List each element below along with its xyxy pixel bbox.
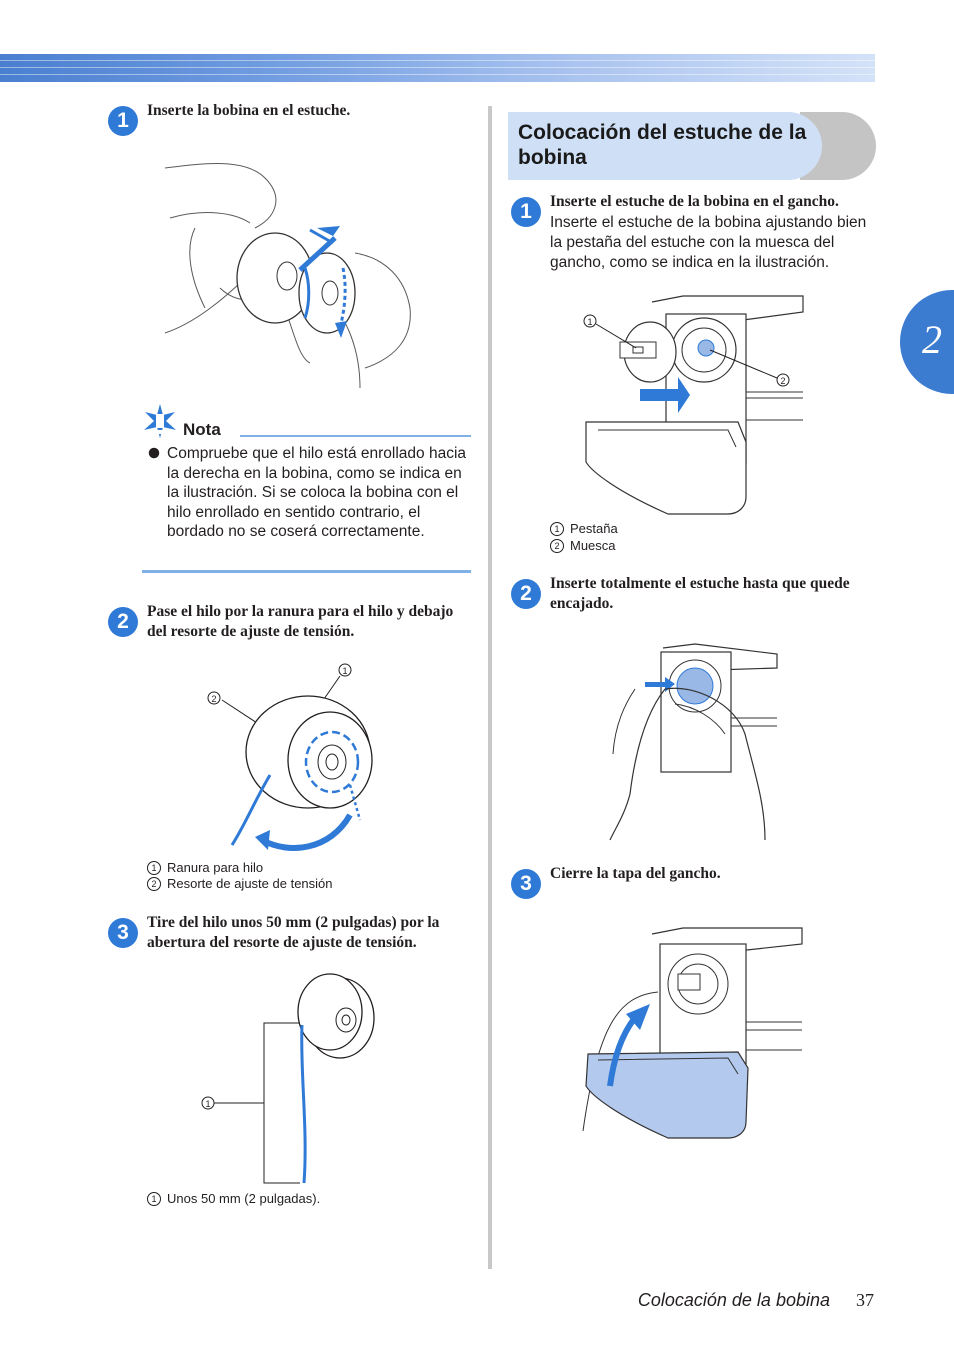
step2-caption-1: 1 Ranura para hilo xyxy=(147,860,467,876)
note-title: Nota xyxy=(183,420,221,439)
step-badge-1-right: 1 xyxy=(511,197,541,227)
chapter-number: 2 xyxy=(922,317,942,362)
step1-instruction: Inserte la bobina en el estuche. xyxy=(147,102,351,119)
step3-instruction: Tire del hilo unos 50 mm (2 pulgadas) po… xyxy=(147,914,440,951)
step2-caption-2: 2 Resorte de ajuste de tensión xyxy=(147,876,467,892)
caption-text: Pestaña xyxy=(570,521,618,536)
section-title-box xyxy=(508,112,822,180)
svg-text:1: 1 xyxy=(342,666,347,676)
right-step2-instruction: Inserte totalmente el estuche hasta que … xyxy=(550,575,850,612)
caption-num: 2 xyxy=(147,877,161,891)
step-badge-1: 1 xyxy=(108,106,138,136)
right-step1-caption-1: 1 Pestaña xyxy=(550,521,850,537)
caption-text: Muesca xyxy=(570,538,616,553)
header-band xyxy=(0,54,875,82)
note-bullet-dot xyxy=(148,447,160,459)
caption-text: Ranura para hilo xyxy=(167,860,264,875)
step3-caption-1: 1 Unos 50 mm (2 pulgadas). xyxy=(147,1191,467,1207)
hook-cover-close-illustration xyxy=(582,927,803,1139)
column-divider xyxy=(488,106,492,1269)
caption-text: Unos 50 mm (2 pulgadas). xyxy=(167,1191,321,1206)
caption-text: Resorte de ajuste de tensión xyxy=(167,876,333,891)
step-badge-3: 3 xyxy=(108,918,138,948)
caption-num: 1 xyxy=(550,522,564,536)
bobbin-case-hook-illustration: 1 2 xyxy=(583,295,804,515)
svg-text:2: 2 xyxy=(780,376,785,386)
svg-text:1: 1 xyxy=(205,1099,210,1109)
bobbin-case-push-illustration xyxy=(609,643,778,841)
right-step1-caption-2: 2 Muesca xyxy=(550,538,850,554)
right-step3-instruction: Cierre la tapa del gancho. xyxy=(550,865,721,882)
caption-num: 1 xyxy=(147,1192,161,1206)
right-step1-instruction: Inserte el estuche de la bobina en el ga… xyxy=(550,193,839,210)
note-title-rule xyxy=(240,435,471,437)
step-badge-3-right: 3 xyxy=(511,869,541,899)
svg-text:2: 2 xyxy=(211,694,216,704)
bobbin-thread-length-illustration: 1 xyxy=(201,973,375,1184)
step-badge-2-right: 2 xyxy=(511,579,541,609)
note-bottom-rule xyxy=(142,570,471,573)
bobbin-insert-illustration xyxy=(164,163,411,389)
bobbin-thread-slot-illustration: 1 2 xyxy=(207,663,373,851)
note-icon xyxy=(144,404,176,438)
footer-section-title: Colocación de la bobina xyxy=(637,1290,830,1310)
svg-text:1: 1 xyxy=(587,317,592,327)
note-text: Compruebe que el hilo está enrollado hac… xyxy=(167,445,467,541)
right-step1-detail: Inserte el estuche de la bobina ajustand… xyxy=(550,214,867,271)
section-title: Colocación del estuche de la bobina xyxy=(518,121,807,169)
page-number: 37 xyxy=(856,1290,874,1310)
step-badge-2: 2 xyxy=(108,607,138,637)
caption-num: 1 xyxy=(147,861,161,875)
step2-instruction: Pase el hilo por la ranura para el hilo … xyxy=(147,603,454,640)
caption-num: 2 xyxy=(550,539,564,553)
